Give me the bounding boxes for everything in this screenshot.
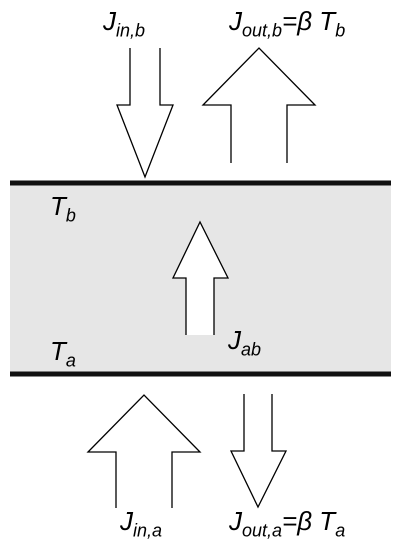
label-j-in-b: Jin,b [103,6,146,41]
label-j-in-a: Jin,a [120,506,163,541]
label-j-out-a: Jout,a=β Ta [229,506,346,541]
arrow-out-a-icon [229,394,288,509]
label-t-b: Tb [50,191,76,226]
label-j-ab: Jab [228,325,262,360]
arrow-ab-icon [171,220,230,335]
label-t-a: Ta [50,336,76,371]
arrow-in-b-icon [116,48,174,179]
arrow-in-a-icon [86,394,202,508]
label-j-out-b: Jout,b=β Tb [229,6,346,41]
arrow-out-b-icon [201,47,317,163]
